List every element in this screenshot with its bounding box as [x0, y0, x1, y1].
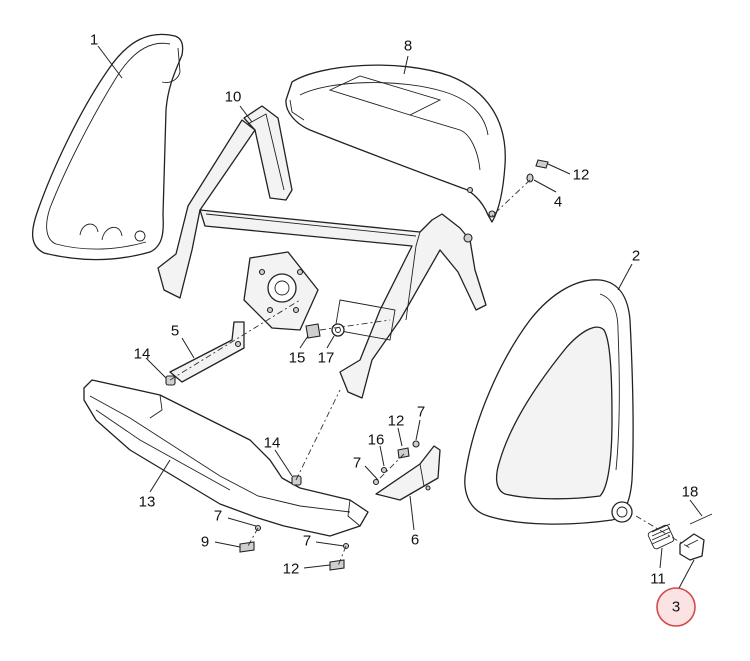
callout-3: 3 [672, 599, 680, 616]
callout-4: 4 [554, 194, 562, 211]
callout-2: 2 [632, 248, 640, 265]
callout-7: 7 [303, 533, 311, 550]
part-10-frame [157, 105, 487, 399]
part-8-top-cover [285, 64, 506, 223]
callout-5: 5 [171, 323, 179, 340]
callout-12: 12 [283, 561, 300, 578]
callout-18: 18 [682, 484, 699, 501]
callout-1: 1 [90, 32, 98, 49]
callout-8: 8 [404, 38, 412, 55]
callout-14: 14 [134, 346, 151, 363]
part-5-bracket [169, 321, 245, 383]
assembly-lines [169, 179, 691, 567]
part-6-bracket [375, 445, 441, 501]
part-13-bottom-tray [83, 379, 369, 537]
callout-6: 6 [411, 532, 419, 549]
highlight-circle-3 [656, 587, 696, 627]
callout-12: 12 [388, 413, 405, 430]
callout-7: 7 [417, 404, 425, 421]
callout-15: 15 [289, 350, 306, 367]
callout-14: 14 [264, 435, 281, 452]
leader-lines [97, 45, 703, 591]
callout-13: 13 [139, 494, 156, 511]
part-2-right-shroud [464, 279, 634, 525]
callout-7: 7 [353, 455, 361, 472]
callout-16: 16 [368, 432, 385, 449]
part-1-left-shroud [32, 33, 184, 261]
callout-labels: 1 8 10 12 4 2 5 14 15 17 13 14 12 7 16 7… [90, 32, 699, 616]
callout-17: 17 [318, 350, 335, 367]
callout-12: 12 [573, 167, 590, 184]
callout-10: 10 [225, 89, 242, 106]
callout-11: 11 [650, 571, 666, 588]
callout-7: 7 [214, 508, 222, 525]
hardware [165, 159, 713, 571]
callout-9: 9 [201, 534, 209, 551]
